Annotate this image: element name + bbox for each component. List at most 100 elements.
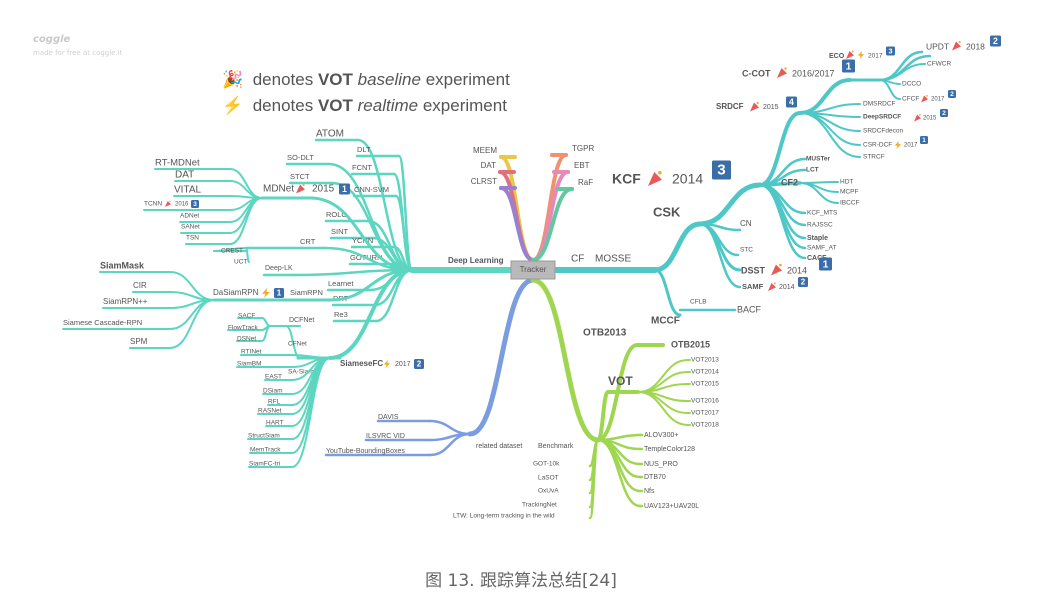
node-siamesefc-child: RASNet: [258, 408, 282, 415]
node-dataset: ILSVRC VID: [366, 433, 405, 440]
node-siam-child: Siamese Cascade-RPN: [63, 318, 142, 327]
node-tgpr: TGPR: [572, 144, 594, 153]
node-cf2: CF2: [781, 177, 798, 187]
node-mdnet-year: 2015: [312, 184, 335, 195]
brand-logo: coggle: [33, 34, 71, 45]
branch-edge: [428, 432, 472, 457]
party-popper-icon: [846, 51, 854, 59]
branch-edge: [308, 196, 414, 272]
confetti-icon: [773, 282, 776, 285]
branch-edge-raf: [531, 187, 574, 262]
node-srdcf-year: 2015: [763, 104, 779, 111]
node-eco: ECO: [829, 53, 845, 60]
node-ccot-year: 2016/2017: [792, 68, 835, 78]
node-vot-year: VOT2015: [691, 381, 719, 388]
branch-edge: [799, 112, 861, 158]
branch-edge: [530, 277, 601, 443]
node-samf-year: 2014: [779, 284, 795, 291]
node-otb2013: OTB2013: [583, 328, 627, 339]
node-benchmark-item: ALOV300+: [644, 432, 678, 439]
node-dasiamrpn: DaSiamRPN: [213, 288, 259, 297]
node-tcnn-year: 2016: [175, 202, 189, 208]
badge-count: [842, 59, 855, 73]
node-deepsrdcf-year: 2015: [923, 116, 937, 122]
confetti-icon: [919, 114, 921, 116]
node-dataset: YouTube-BoundingBoxes: [326, 448, 405, 455]
node-cnn_svm: CNN-SVM: [354, 185, 389, 194]
branch-edge: [428, 419, 472, 436]
badge-count: [940, 109, 948, 117]
party-popper-icon: [750, 102, 759, 112]
node-otb2015: OTB2015: [671, 339, 710, 349]
badge-count-label: 1: [922, 137, 926, 144]
root-node: [510, 260, 556, 280]
node-srdcf-child: DMSRDCF: [863, 101, 896, 108]
node-benchmark: Benchmark: [538, 443, 574, 450]
confetti-icon: [658, 171, 662, 175]
badge-count: [948, 90, 956, 98]
branch-edge: [328, 268, 414, 360]
confetti-icon: [779, 263, 782, 267]
node-so_dlt: SO-DLT: [287, 153, 314, 162]
badge-count-label: 4: [789, 97, 794, 107]
badge-count: [712, 160, 731, 180]
party-popper-icon: [648, 172, 662, 186]
node-siamesefc-child: EAST: [265, 374, 282, 381]
node-mccf: MCCF: [651, 316, 680, 327]
branch-edge: [758, 183, 807, 260]
node-dsst: DSST: [741, 265, 766, 275]
node-csk: CSK: [653, 204, 681, 219]
node-mdnet: MDNet: [263, 184, 294, 195]
node-kcf-variant: Staple: [807, 235, 828, 242]
node-mosse: MOSSE: [595, 254, 631, 265]
party-popper-icon: [296, 184, 305, 194]
node-siam-child: SiamRPN++: [103, 297, 148, 306]
party-popper-icon: [768, 283, 776, 291]
branch-edge: [799, 182, 839, 204]
node-srdcf-child: DeepSRDCF: [863, 114, 901, 121]
legend-baseline: 🎉 denotes VOT baseline experiment: [222, 70, 510, 89]
node-siamesefc-child: MemTrack: [250, 447, 281, 454]
confetti-icon: [851, 50, 854, 53]
node-kcf-variant: CACF: [807, 255, 827, 262]
node-benchmark-item: TrackingNet: [522, 502, 557, 509]
node-lct: LCT: [806, 167, 819, 174]
node-cn: CN: [740, 219, 752, 228]
branch-edge: [261, 317, 271, 327]
branch-edge: [758, 111, 802, 187]
badge-count: [339, 183, 350, 195]
party-popper-icon: [165, 201, 171, 207]
node-vot-year: VOT2016: [691, 398, 719, 405]
party-popper-icon: [771, 264, 782, 276]
node-siam-child: SiamMask: [100, 260, 145, 270]
branch-edge: [652, 221, 703, 273]
node-related-dataset: related dataset: [476, 443, 522, 450]
badge-count: [274, 288, 284, 298]
node-learnet: Learnet: [328, 279, 354, 288]
node-cf2-child: MCPF: [840, 189, 858, 196]
node-dat: DAT: [481, 161, 497, 170]
node-cf: CF: [571, 254, 584, 265]
branch-edge: [169, 291, 215, 301]
node-srdcf-child: STRCF: [863, 154, 885, 161]
node-stc: STC: [740, 247, 753, 254]
node-dcfnet-child: DSNet: [237, 336, 256, 343]
node-siamesefc-child: HART: [266, 420, 284, 427]
badge-count: [920, 136, 928, 144]
branch-edge-clrst: [499, 186, 535, 262]
node-benchmark-item: GOT-10k: [533, 461, 560, 468]
badge-count: [990, 35, 1001, 47]
badge-count: [786, 96, 797, 108]
badge-count: [191, 200, 199, 208]
node-siamesefc-child: RFL: [268, 399, 281, 406]
lightning-icon: [857, 51, 865, 59]
branch-edge: [637, 383, 689, 393]
node-mdnet-child: TCNN: [144, 201, 162, 208]
badge-count-label: 1: [823, 259, 829, 270]
node-vot: VOT: [608, 374, 633, 388]
node-bacf: BACF: [737, 304, 762, 314]
badge-count: [414, 359, 424, 369]
node-cfcf-year: 2017: [931, 97, 945, 103]
node-kcf: KCF: [612, 171, 641, 187]
node-dcco: DCCO: [902, 81, 921, 88]
